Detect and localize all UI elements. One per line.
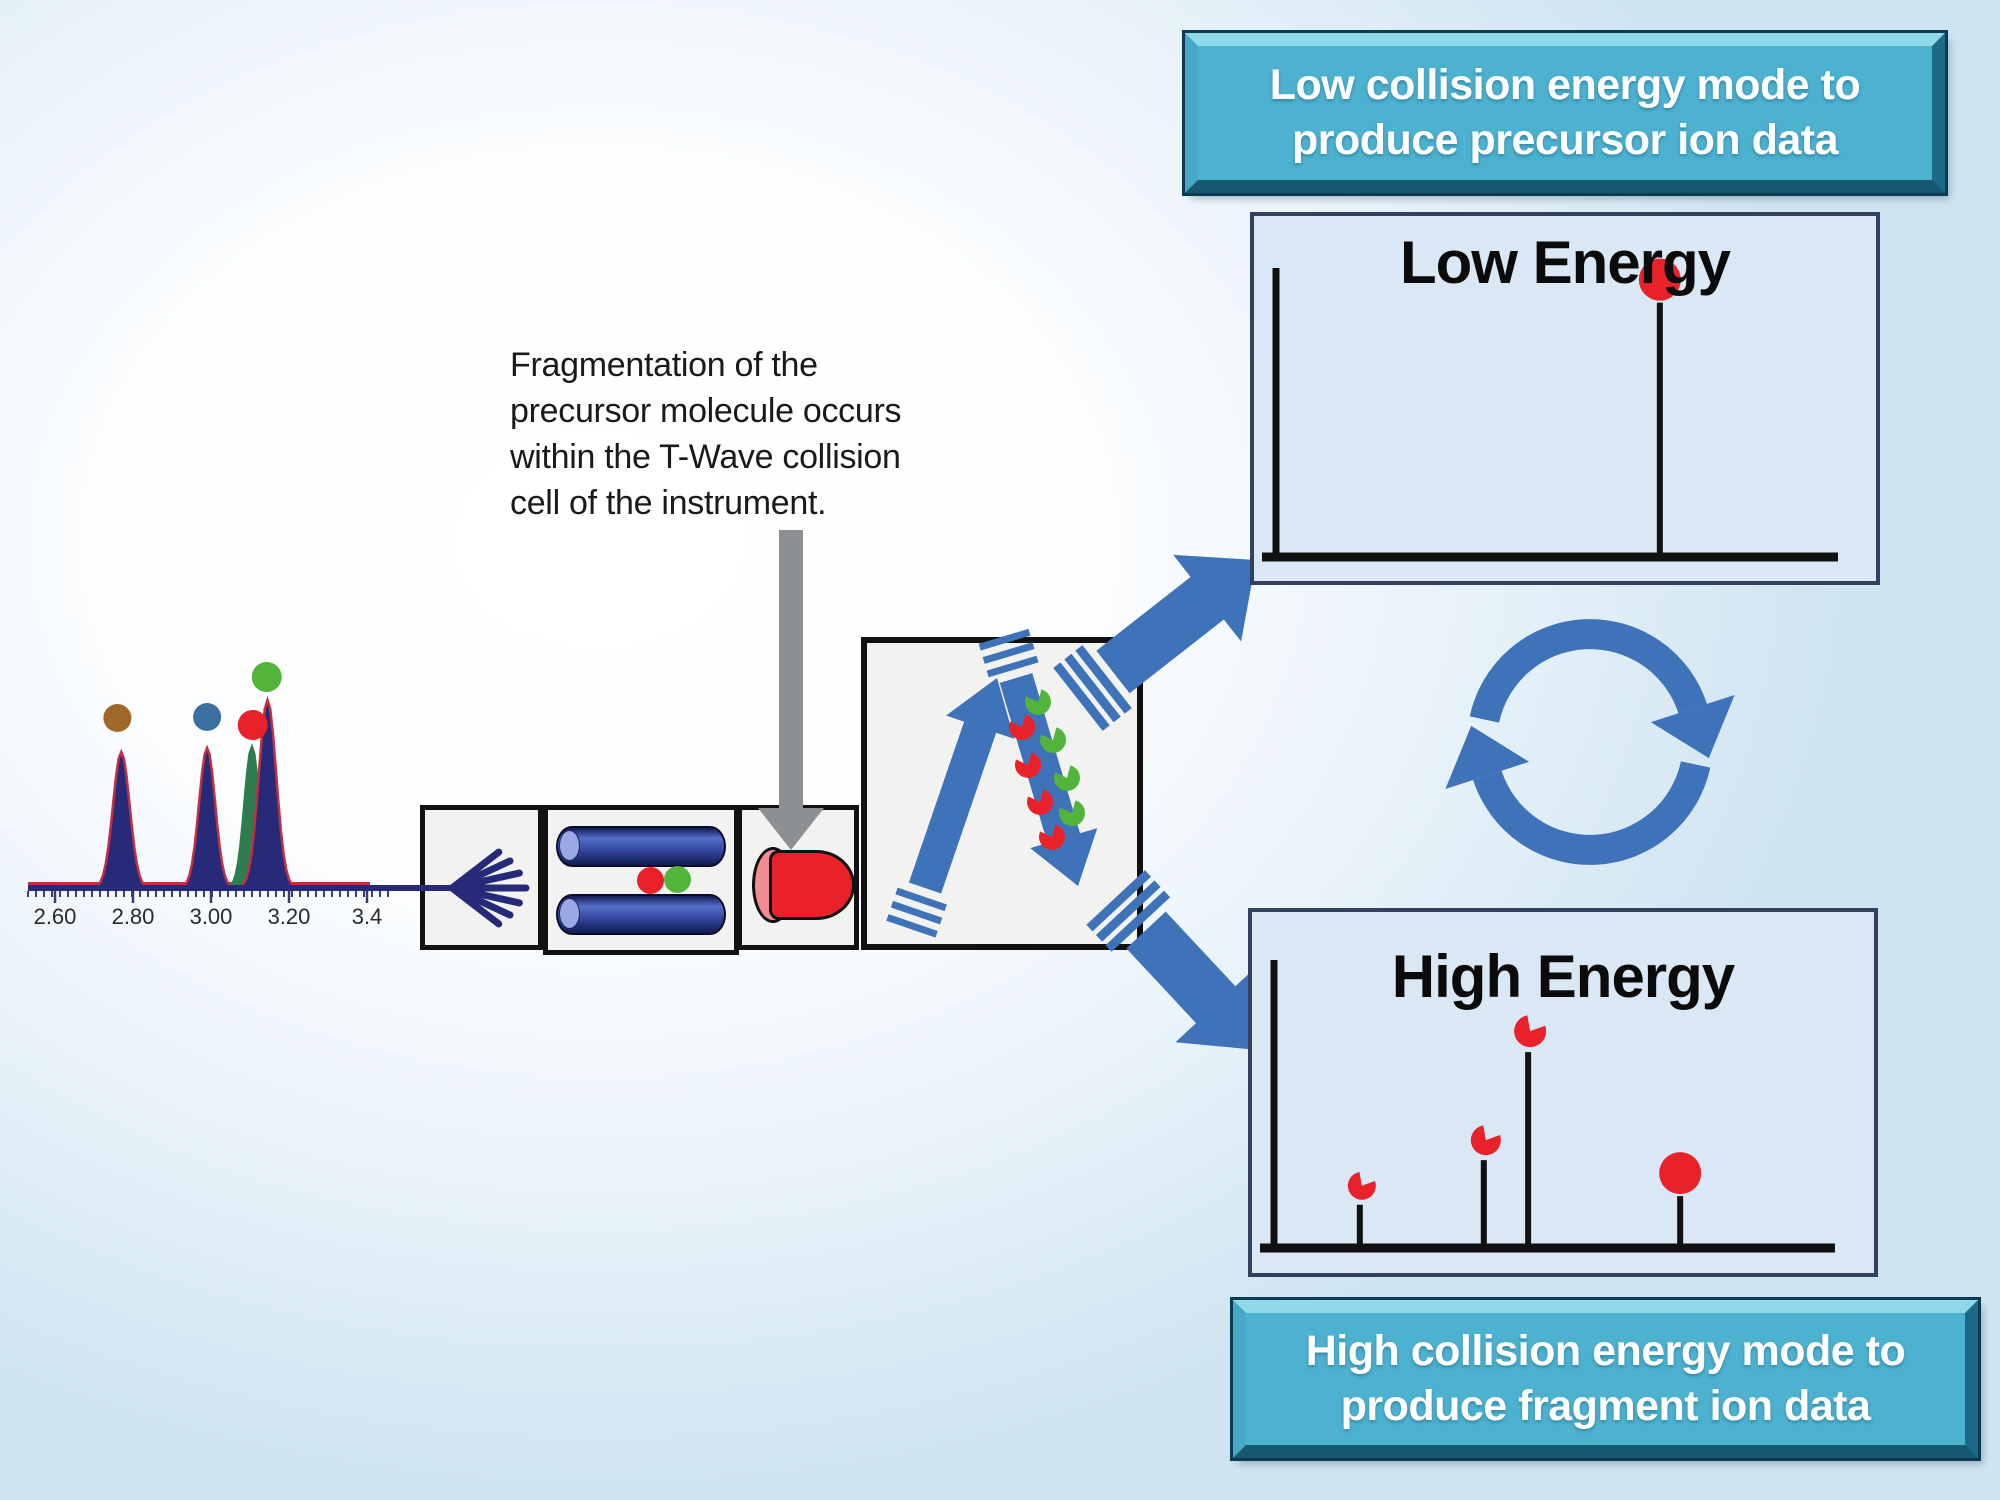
compound-dot-brown — [103, 704, 132, 732]
high-energy-banner: High collision energy mode to produce fr… — [1230, 1297, 1981, 1461]
collision-cell-cylinder — [769, 850, 855, 920]
quadrupole-rod-cap — [559, 830, 580, 861]
fragmentation-note-line: cell of the instrument. — [510, 484, 827, 522]
fragment-ion-marker — [1514, 1015, 1547, 1048]
quadrupole-rod-bottom — [556, 894, 726, 935]
tof-analyzer-box — [861, 637, 1143, 950]
precursor-ion-marker — [1659, 1152, 1702, 1195]
collision-cell-box — [737, 805, 859, 950]
rt-tick-label: 3.4 — [351, 904, 383, 929]
chromatogram-peak — [227, 743, 279, 890]
fragment-ion-marker — [1470, 1125, 1501, 1156]
quadrupole-rod-cap — [559, 898, 580, 929]
high-energy-panel: High Energy — [1248, 908, 1878, 1277]
precursor-ion-marker — [1638, 258, 1681, 301]
rt-tick-label: 3.00 — [189, 904, 233, 929]
low-energy-banner: Low collision energy mode to produce pre… — [1182, 30, 1948, 196]
low-energy-title: Low Energy — [1399, 229, 1731, 296]
fragmentation-note-line: within the T-Wave collision — [510, 438, 901, 476]
cycle-arrow-top — [1469, 619, 1707, 723]
rt-tick-label: 2.60 — [33, 904, 77, 929]
cycle-arrow-bottom — [1473, 761, 1711, 865]
low-energy-banner-text: Low collision energy mode to produce pre… — [1269, 60, 1861, 164]
fragment-ion-marker — [1347, 1172, 1376, 1200]
quadrupole-box — [543, 805, 739, 955]
high-energy-title: High Energy — [1391, 943, 1735, 1010]
rt-tick-label: 2.80 — [111, 904, 155, 929]
compound-dot-green — [251, 662, 282, 692]
quadrupole-rod-top — [556, 826, 726, 867]
ion-source-box — [420, 805, 543, 950]
fragmentation-note-line: precursor molecule occurs — [510, 392, 902, 430]
chromatogram-peak — [239, 695, 298, 890]
rt-tick-label: 3.20 — [267, 904, 311, 929]
compound-dot-blue — [193, 703, 222, 731]
cycle-arrow-bottom-head — [1445, 725, 1530, 789]
precursor-ion-green — [664, 866, 691, 893]
fragmentation-note: Fragmentation of the precursor molecule … — [510, 342, 1110, 526]
precursor-ion-red — [637, 867, 664, 894]
to-high-energy-arrow — [1126, 911, 1258, 1050]
low-energy-spectrum — [1262, 258, 1838, 562]
fragmentation-note-line: Fragmentation of the — [510, 346, 818, 384]
cycle-arrow-top-head — [1650, 695, 1735, 759]
chromatogram-peak — [180, 744, 237, 890]
collision-cell-pointer-arrow — [758, 530, 824, 850]
high-energy-banner-text: High collision energy mode to produce fr… — [1305, 1326, 1906, 1430]
high-energy-spectrum — [1260, 960, 1835, 1253]
compound-dot-red — [237, 710, 268, 740]
chromatogram-peak — [94, 748, 152, 890]
low-energy-panel: Low Energy — [1250, 212, 1880, 585]
